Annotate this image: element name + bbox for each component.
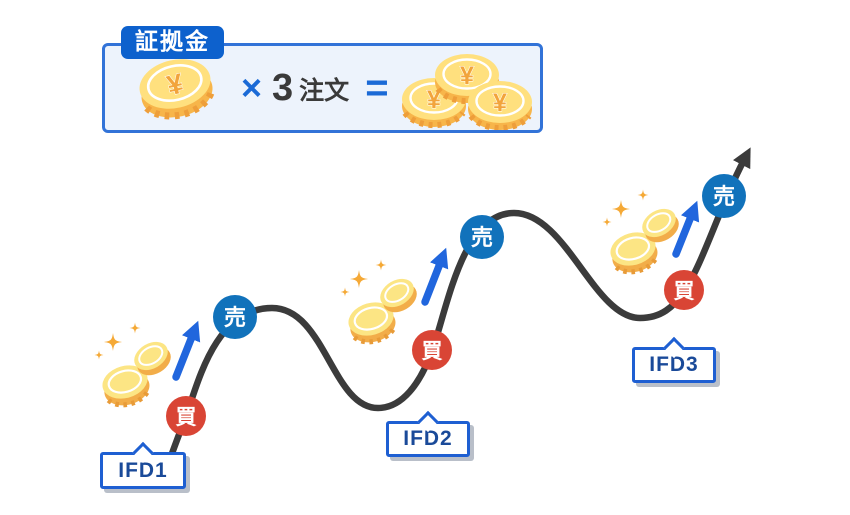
coin-sparkle-cluster-3 [603,190,684,278]
coin-sparkle-cluster-2 [341,260,422,348]
buy-marker-2-label: 買 [422,340,443,363]
margin-legend-box: 証拠金 ¥ × 3 注文 = [102,26,543,133]
yen-coin-stack-icon: ¥ ¥ ¥ [401,54,532,130]
rise-arrow-1 [172,320,201,381]
sell-marker-1: 売 [213,295,257,339]
sell-marker-1-label: 売 [224,305,246,330]
sell-marker-3-label: 売 [713,184,735,209]
buy-marker-1: 買 [166,396,206,436]
order-count: 3 [272,67,294,109]
buy-marker-1-label: 買 [176,406,197,429]
ifd3-label-text: IFD3 [649,353,699,376]
yen-symbol: ¥ [460,62,474,90]
equals-symbol: = [365,66,389,110]
yen-symbol: ¥ [493,89,507,117]
sell-marker-2-label: 売 [471,225,493,250]
sell-marker-3: 売 [702,174,746,218]
rise-arrow-2 [421,247,449,306]
ifd2-label-text: IFD2 [403,427,453,450]
ifd1-label-text: IFD1 [118,458,168,482]
rise-arrow-3 [672,200,700,258]
buy-marker-3: 買 [664,270,704,310]
multiply-symbol: × [241,67,263,108]
yen-coin-icon: ¥ [139,59,215,120]
order-unit-label: 注文 [299,76,350,105]
buy-marker-2: 買 [412,330,452,370]
margin-badge: 証拠金 [121,26,224,59]
buy-marker-3-label: 買 [674,280,695,303]
sell-marker-2: 売 [460,215,504,259]
margin-formula: ¥ × 3 注文 = ¥ ¥ [105,46,540,130]
ifd1-callout: IFD1 [100,441,186,489]
ifd2-callout: IFD2 [386,410,470,457]
ifd3-callout: IFD3 [632,336,716,383]
coin-sparkle-cluster-1 [95,323,176,411]
